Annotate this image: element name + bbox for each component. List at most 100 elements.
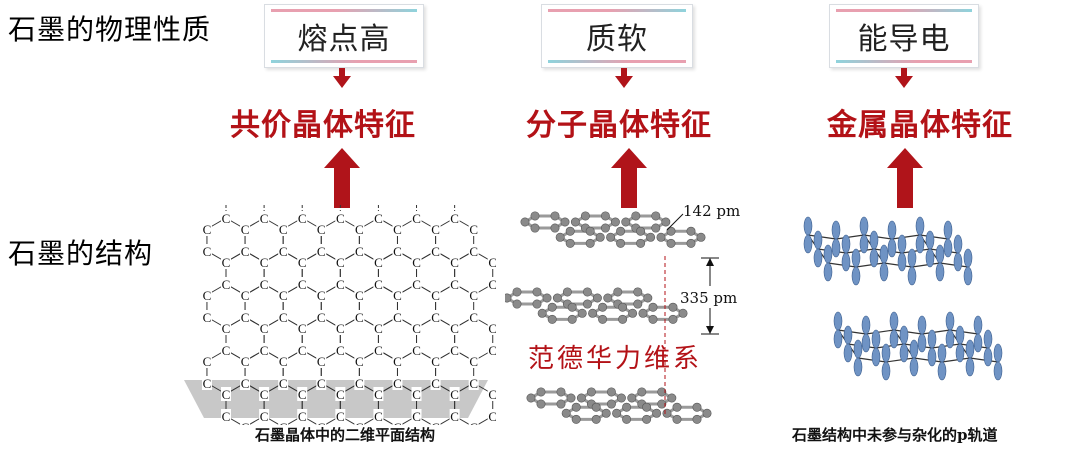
atom-background bbox=[373, 321, 384, 335]
carbon-atom-label: C bbox=[469, 354, 478, 369]
carbon-atom-ball bbox=[702, 408, 712, 418]
carbon-atom-label: C bbox=[298, 343, 307, 358]
carbon-atom-ball bbox=[678, 308, 688, 318]
carbon-atom-ball bbox=[613, 287, 623, 297]
carbon-atom-ball bbox=[652, 408, 662, 418]
carbon-atom-ball bbox=[636, 238, 646, 248]
atom-background bbox=[278, 244, 289, 258]
carbon-atom-ball bbox=[643, 293, 653, 303]
property-box-conductive: 能导电 bbox=[829, 4, 979, 68]
orbital-bond bbox=[835, 234, 865, 240]
carbon-atom-label: C bbox=[393, 222, 402, 237]
atom-background bbox=[316, 354, 327, 368]
atom-background bbox=[392, 288, 403, 302]
p-orbital-lobe-icon bbox=[851, 266, 861, 286]
carbon-atom-label: C bbox=[203, 222, 212, 237]
carbon-atom-ball bbox=[646, 232, 656, 242]
p-orbital-lobe-icon bbox=[899, 343, 909, 363]
carbon-atom-ball bbox=[651, 223, 661, 233]
carbon-atom-ball bbox=[686, 238, 696, 248]
orbital-bond bbox=[901, 248, 931, 254]
atom-background bbox=[468, 420, 479, 425]
p-orbital-lobe-icon bbox=[859, 234, 869, 254]
p-orbital-lobe-icon bbox=[897, 234, 907, 254]
carbon-atom-ball bbox=[600, 223, 610, 233]
carbon-atom-label: C bbox=[317, 376, 326, 391]
orbital-bond bbox=[911, 262, 941, 268]
atom-background bbox=[373, 277, 384, 291]
atom-background bbox=[201, 376, 212, 390]
carbon-atom-label: C bbox=[450, 343, 459, 358]
orbital-bond bbox=[845, 248, 875, 254]
carbon-atom-ball bbox=[598, 314, 608, 324]
atom-background bbox=[411, 211, 422, 225]
carbon-atom-label: C bbox=[298, 409, 307, 424]
atom-background bbox=[487, 409, 496, 423]
p-orbital-lobe-icon bbox=[879, 262, 889, 282]
carbon-atom-ball bbox=[530, 211, 540, 221]
carbon-atom-label: C bbox=[336, 211, 345, 226]
p-orbital-lobe-icon bbox=[899, 325, 909, 345]
carbon-atom-ball bbox=[567, 314, 577, 324]
atom-background bbox=[468, 244, 479, 258]
atom-background bbox=[240, 354, 251, 368]
carbon-atom-label: C bbox=[374, 277, 383, 292]
big-up-arrow-icon bbox=[611, 148, 647, 208]
carbon-atom-ball bbox=[672, 414, 682, 424]
atom-background bbox=[335, 387, 346, 401]
atom-background bbox=[487, 321, 496, 335]
carbon-atom-label: C bbox=[412, 277, 421, 292]
atom-background bbox=[430, 288, 441, 302]
carbon-atom-label: C bbox=[222, 409, 231, 424]
structure-label: 石墨的结构 bbox=[8, 237, 154, 270]
carbon-atom-ball bbox=[571, 414, 581, 424]
big-up-arrow-icon bbox=[324, 148, 360, 208]
carbon-atom-label: C bbox=[279, 354, 288, 369]
carbon-atom-ball bbox=[512, 287, 522, 297]
carbon-atom-label: C bbox=[469, 310, 478, 325]
atom-background bbox=[449, 255, 460, 269]
p-orbital-lobe-icon bbox=[955, 325, 965, 345]
p-orbital-lobe-icon bbox=[803, 216, 813, 236]
atom-background bbox=[373, 255, 384, 269]
p-orbital-lobe-icon bbox=[843, 343, 853, 363]
carbon-atom-ball bbox=[636, 226, 646, 236]
carbon-atom-ball bbox=[547, 314, 557, 324]
atom-background bbox=[240, 376, 251, 390]
spacing-arrow-down-icon bbox=[706, 326, 714, 334]
carbon-atom-label: C bbox=[336, 387, 345, 402]
carbon-atom-label: C bbox=[241, 244, 250, 259]
carbon-atom-label: C bbox=[260, 211, 269, 226]
atom-background bbox=[373, 387, 384, 401]
p-orbital-lobe-icon bbox=[861, 333, 871, 353]
carbon-atom-label: C bbox=[222, 387, 231, 402]
atom-background bbox=[335, 321, 346, 335]
p-orbital-lobe-icon bbox=[879, 244, 889, 264]
carbon-atom-ball bbox=[667, 393, 677, 403]
atom-background bbox=[430, 310, 441, 324]
carbon-atom-label: C bbox=[393, 354, 402, 369]
carbon-atom-label: C bbox=[469, 244, 478, 259]
carbon-atom-label: C bbox=[317, 354, 326, 369]
carbon-atom-label: C bbox=[260, 321, 269, 336]
atom-background bbox=[487, 277, 496, 291]
carbon-atom-label: C bbox=[374, 387, 383, 402]
feature-covalent-crystal: 共价晶体特征 bbox=[230, 108, 416, 143]
atom-background bbox=[221, 211, 231, 225]
atom-background bbox=[411, 387, 422, 401]
carbon-atom-label: C bbox=[450, 321, 459, 336]
orbital-bond bbox=[941, 357, 971, 363]
atom-background bbox=[487, 255, 496, 269]
atom-background bbox=[354, 310, 365, 324]
carbon-atom-ball bbox=[556, 399, 566, 409]
carbon-atom-label: C bbox=[241, 354, 250, 369]
carbon-atom-ball bbox=[601, 408, 611, 418]
carbon-atom-label: C bbox=[260, 255, 269, 270]
carbon-atom-ball bbox=[603, 293, 613, 303]
carbon-atom-label: C bbox=[412, 321, 421, 336]
carbon-atom-ball bbox=[542, 293, 552, 303]
p-orbital-lobe-icon bbox=[973, 333, 983, 353]
small-arrow-stem bbox=[901, 68, 907, 77]
atom-background bbox=[392, 222, 403, 236]
atom-background bbox=[430, 420, 441, 425]
